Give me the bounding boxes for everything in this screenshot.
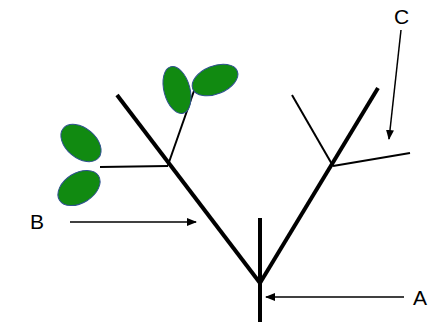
twig xyxy=(333,153,410,166)
leaf xyxy=(158,63,196,116)
leaf xyxy=(54,117,109,170)
main-stem xyxy=(258,218,262,322)
twig xyxy=(292,95,333,166)
left-branch xyxy=(117,95,260,283)
leader-arrow xyxy=(266,296,404,298)
leader-arrow xyxy=(70,221,196,223)
leaf xyxy=(52,163,107,213)
callout-letter: B xyxy=(30,211,44,232)
callout-letter: C xyxy=(394,6,409,27)
twig xyxy=(100,166,168,167)
callout-letter: A xyxy=(413,287,427,308)
leader-arrow xyxy=(389,30,401,139)
leaf xyxy=(188,58,243,102)
right-branch xyxy=(260,88,378,283)
